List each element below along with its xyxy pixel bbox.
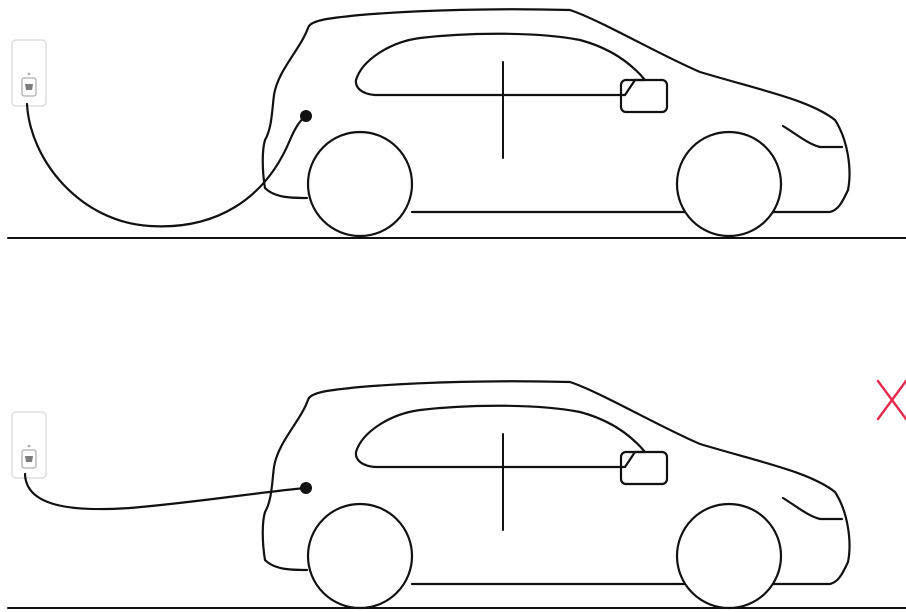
scene-correct [8, 9, 906, 238]
scene-incorrect [8, 381, 906, 608]
cross-icon [878, 381, 906, 419]
car-outline [263, 381, 850, 608]
charging-port [300, 110, 312, 122]
car-outline [263, 9, 850, 236]
charging-cable-taut [25, 474, 306, 509]
wall-charger-icon [12, 40, 46, 106]
charging-cable-loose [27, 104, 306, 226]
wall-charger-icon [12, 412, 46, 478]
charging-port [300, 482, 312, 494]
